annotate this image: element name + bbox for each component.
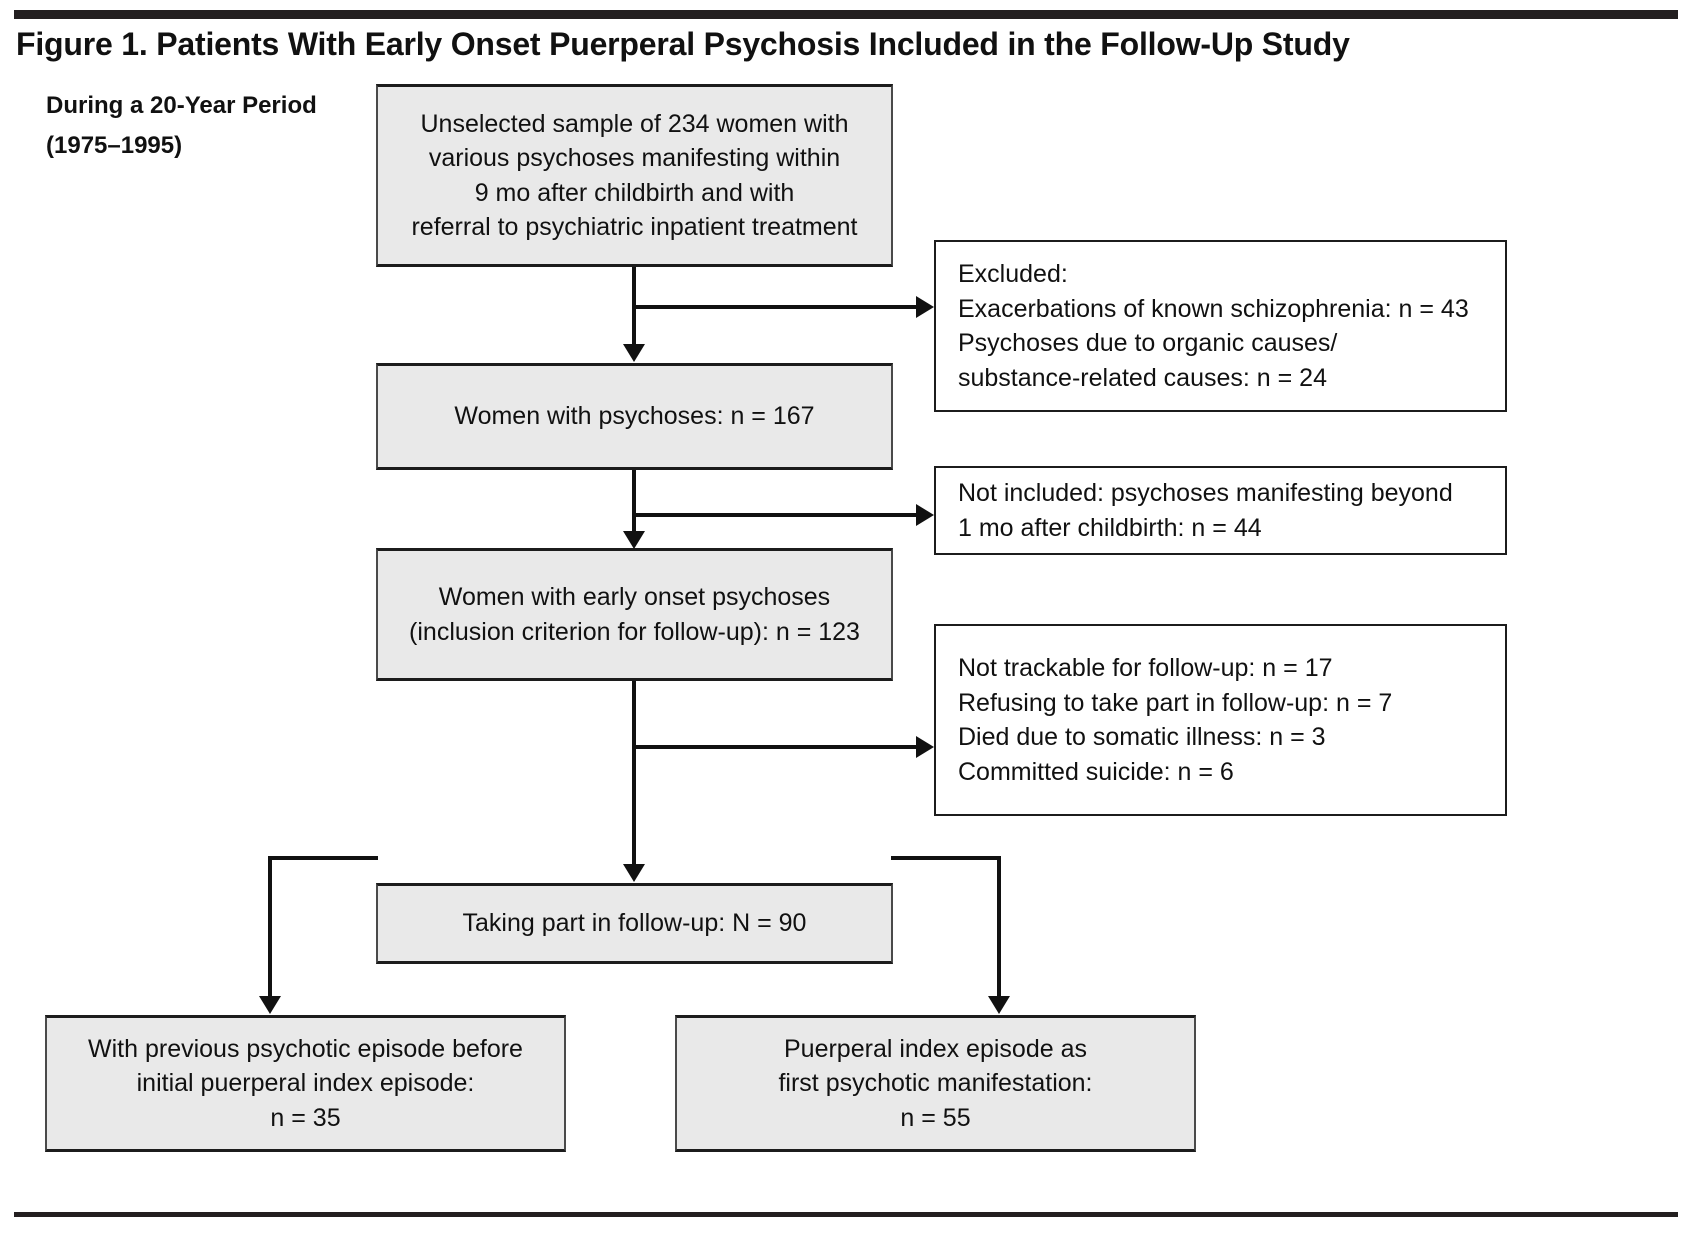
node-taking-part-followup-line-1: Taking part in follow-up: N = 90: [462, 909, 807, 938]
arrowhead-followup-to-first: [988, 996, 1010, 1014]
node-previous-psychotic-episode-line-1: With previous psychotic episode before: [88, 1034, 523, 1063]
bottom-rule: [14, 1212, 1678, 1217]
node-first-psychotic-manifestation: Puerperal index episode as first psychot…: [675, 1015, 1196, 1152]
arrowhead-early-onset-to-followup: [623, 864, 645, 882]
node-previous-psychotic-episode-line-3: n = 35: [270, 1103, 341, 1132]
connector-early-onset-to-lost-horizontal: [632, 745, 917, 749]
arrowhead-psychoses-to-not-included: [916, 504, 934, 526]
node-previous-psychotic-episode: With previous psychotic episode before i…: [45, 1015, 566, 1152]
figure-title: Figure 1. Patients With Early Onset Puer…: [16, 26, 1350, 62]
node-lost-to-followup-line-4: Committed suicide: n = 6: [958, 757, 1234, 786]
node-first-psychotic-manifestation-line-3: n = 55: [900, 1103, 971, 1132]
node-not-included: Not included: psychoses manifesting beyo…: [934, 466, 1507, 555]
study-period-line-2: (1975–1995): [46, 131, 183, 159]
node-previous-psychotic-episode-line-2: initial puerperal index episode:: [136, 1069, 475, 1098]
node-excluded-line-3: Psychoses due to organic causes/: [958, 329, 1338, 357]
connector-followup-to-first-horizontal: [891, 856, 1001, 860]
node-excluded-line-1: Excluded:: [958, 260, 1068, 288]
connector-followup-to-first-vertical: [997, 856, 1001, 998]
node-unselected-sample-line-4: referral to psychiatric inpatient treatm…: [411, 213, 858, 241]
arrowhead-sample-to-psychoses: [623, 344, 645, 362]
node-early-onset-psychoses-line-1: Women with early onset psychoses: [438, 583, 831, 611]
node-early-onset-psychoses-line-2: (inclusion criterion for follow-up): n =…: [409, 617, 860, 646]
node-unselected-sample-line-1: Unselected sample of 234 women with: [420, 109, 849, 138]
connector-followup-to-previous-horizontal: [268, 856, 378, 860]
connector-followup-to-previous-vertical: [268, 856, 272, 998]
connector-sample-to-excluded-horizontal: [632, 305, 917, 309]
node-first-psychotic-manifestation-line-1: Puerperal index episode as: [784, 1034, 1087, 1063]
connector-psychoses-to-early-onset-vertical: [632, 470, 636, 534]
node-unselected-sample-line-3: 9 mo after childbirth and with: [474, 178, 795, 207]
node-women-with-psychoses: Women with psychoses: n = 167: [376, 363, 893, 470]
node-women-with-psychoses-line-1: Women with psychoses: n = 167: [454, 402, 815, 431]
node-not-included-line-1: Not included: psychoses manifesting beyo…: [958, 479, 1453, 507]
study-period-label: During a 20-Year Period (1975–1995): [46, 86, 366, 165]
arrowhead-early-onset-to-lost: [916, 736, 934, 758]
node-excluded: Excluded: Exacerbations of known schizop…: [934, 240, 1507, 412]
node-lost-to-followup-line-1: Not trackable for follow-up: n = 17: [958, 654, 1333, 682]
arrowhead-sample-to-excluded: [916, 296, 934, 318]
node-unselected-sample: Unselected sample of 234 women with vari…: [376, 84, 893, 267]
node-lost-to-followup-line-3: Died due to somatic illness: n = 3: [958, 723, 1326, 751]
arrowhead-followup-to-previous: [259, 996, 281, 1014]
connector-early-onset-to-followup-vertical: [632, 681, 636, 866]
arrowhead-psychoses-to-early-onset: [623, 531, 645, 549]
node-unselected-sample-line-2: various psychoses manifesting within: [428, 144, 841, 172]
node-excluded-line-2: Exacerbations of known schizophrenia: n …: [958, 294, 1469, 323]
node-lost-to-followup-line-2: Refusing to take part in follow-up: n = …: [958, 688, 1393, 717]
node-lost-to-followup: Not trackable for follow-up: n = 17 Refu…: [934, 624, 1507, 816]
connector-psychoses-to-not-included-horizontal: [632, 513, 917, 517]
node-first-psychotic-manifestation-line-2: first psychotic manifestation:: [778, 1069, 1093, 1098]
node-excluded-line-4: substance-related causes: n = 24: [958, 363, 1327, 392]
top-rule: [14, 10, 1678, 19]
node-early-onset-psychoses: Women with early onset psychoses (inclus…: [376, 548, 893, 681]
node-taking-part-followup: Taking part in follow-up: N = 90: [376, 883, 893, 964]
study-period-line-1: During a 20-Year Period: [46, 92, 317, 119]
node-not-included-line-2: 1 mo after childbirth: n = 44: [958, 513, 1262, 542]
